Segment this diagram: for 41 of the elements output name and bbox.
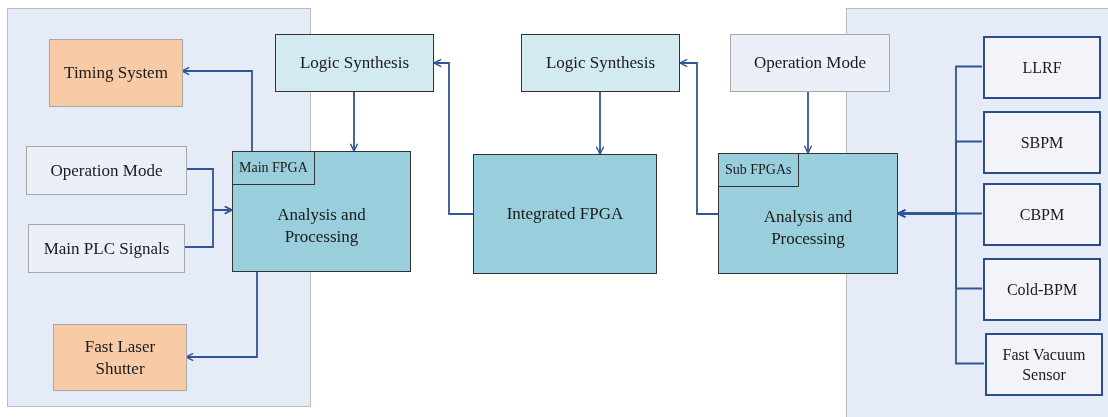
process-box	[473, 154, 657, 274]
box-label: Timing System	[64, 62, 168, 84]
box-label: Analysis and Processing	[762, 206, 854, 249]
box-label: Integrated FPGA	[506, 203, 624, 225]
box-label: SBPM	[1020, 132, 1064, 153]
connector-arrow	[185, 271, 258, 362]
connector-arrow	[181, 66, 253, 152]
process-box	[521, 34, 680, 92]
process-box	[730, 34, 890, 92]
connector-arrow	[433, 58, 474, 215]
box-label: Logic Synthesis	[299, 52, 410, 74]
process-box	[983, 183, 1101, 246]
box-label: Fast Vacuum Sensor	[1001, 344, 1087, 385]
process-box	[232, 151, 411, 272]
connector-arrow	[897, 209, 985, 365]
box-label: Analysis and Processing	[276, 204, 367, 247]
box-label: Fast Laser Shutter	[83, 336, 157, 379]
connector-arrow	[183, 205, 233, 248]
process-box	[26, 146, 187, 195]
process-box	[53, 324, 187, 391]
box-label: Main PLC Signals	[43, 237, 170, 260]
process-box	[49, 39, 183, 107]
connector-arrow	[349, 91, 359, 152]
connector-arrow	[803, 91, 813, 154]
process-box	[985, 333, 1103, 396]
box-label: Logic Synthesis	[545, 52, 656, 74]
process-box	[983, 36, 1101, 99]
box-label: Operation Mode	[754, 52, 866, 74]
tab-label: Main FPGA	[232, 151, 315, 185]
connector-arrow	[595, 91, 605, 155]
process-box	[718, 153, 898, 274]
process-box	[983, 111, 1101, 174]
process-box	[275, 34, 434, 92]
box-label: Operation Mode	[50, 159, 163, 182]
process-box	[28, 224, 185, 273]
box-label: LLRF	[1022, 57, 1062, 78]
process-box	[983, 258, 1101, 321]
connector-arrow	[679, 58, 719, 215]
box-label: Cold-BPM	[1006, 279, 1078, 300]
box-label: CBPM	[1019, 204, 1065, 225]
tab-label: Sub FPGAs	[718, 153, 799, 187]
